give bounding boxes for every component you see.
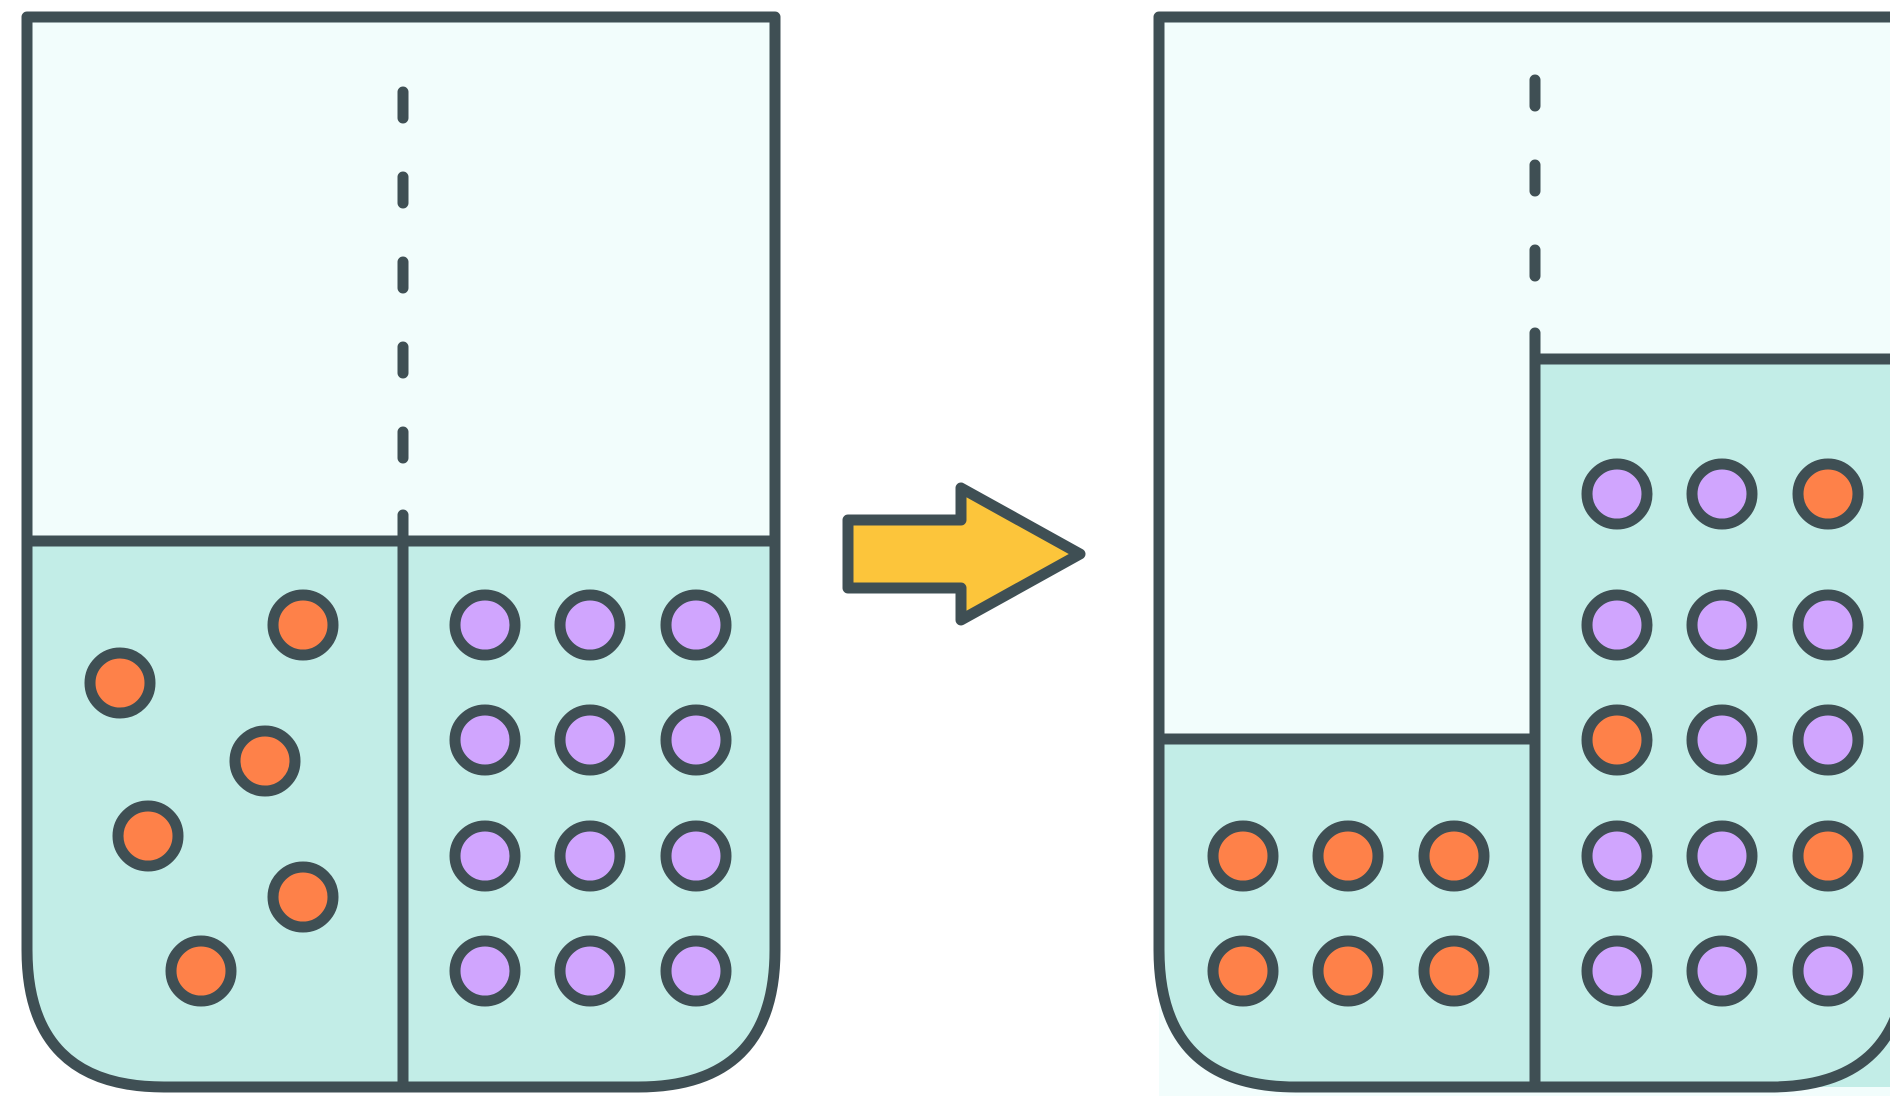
solvent-particle <box>660 935 732 1007</box>
solvent-particle <box>1581 820 1653 892</box>
solvent-particle <box>660 704 732 776</box>
solute-particle <box>229 725 301 797</box>
solvent-particle <box>660 820 732 892</box>
before-beaker-wall <box>21 11 781 1093</box>
solute-particle <box>1418 820 1490 892</box>
solvent-particle <box>554 589 626 661</box>
solute-particle <box>267 589 339 661</box>
solvent-particle <box>554 820 626 892</box>
after-left-liquid <box>1159 739 1535 1087</box>
solute-particle <box>1312 820 1384 892</box>
solvent-particle <box>1581 458 1653 530</box>
solute-particle <box>1792 458 1864 530</box>
solute-particle <box>1581 704 1653 776</box>
right-arrow-icon <box>842 482 1086 626</box>
solute-particle <box>112 800 184 872</box>
solvent-particle <box>449 589 521 661</box>
solvent-particle <box>1792 935 1864 1007</box>
solute-particle <box>267 861 339 933</box>
solvent-particle <box>660 589 732 661</box>
solute-particle <box>1207 820 1279 892</box>
solvent-particle <box>554 704 626 776</box>
solvent-particle <box>449 935 521 1007</box>
solute-particle <box>84 647 156 719</box>
solvent-particle <box>1581 935 1653 1007</box>
solute-particle <box>1312 935 1384 1007</box>
solvent-particle <box>1686 935 1758 1007</box>
solvent-particle <box>449 704 521 776</box>
solute-particle <box>165 935 237 1007</box>
solute-particle <box>1792 820 1864 892</box>
solute-particle <box>1418 935 1490 1007</box>
solvent-particle <box>1686 589 1758 661</box>
solvent-particle <box>1686 458 1758 530</box>
after-right-particles <box>1581 458 1864 1007</box>
solute-particle <box>1207 935 1279 1007</box>
before-beaker <box>21 11 781 1093</box>
before-left-particles <box>84 589 339 1007</box>
before-right-particles <box>449 589 732 1007</box>
after-left-particles <box>1207 820 1490 1007</box>
solvent-particle <box>1686 704 1758 776</box>
solvent-particle <box>449 820 521 892</box>
solvent-particle <box>1581 589 1653 661</box>
solvent-particle <box>1792 589 1864 661</box>
solvent-particle <box>554 935 626 1007</box>
solvent-particle <box>1686 820 1758 892</box>
solvent-particle <box>1792 704 1864 776</box>
after-beaker-wall <box>1153 11 1890 1093</box>
after-beaker <box>1153 11 1890 1096</box>
